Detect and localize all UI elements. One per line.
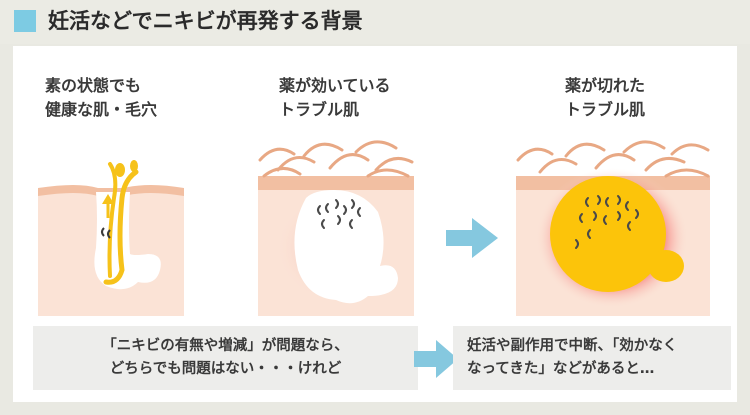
page-title: 妊活などでニキビが再発する背景 [48, 9, 363, 33]
inflamed-pore-bulge [648, 250, 684, 282]
treated-skin-illustration [258, 140, 414, 316]
right-arrow-icon [414, 340, 458, 378]
note-right-line-2: なってきた」などがあると… [467, 361, 655, 377]
bacteria-marks [575, 195, 639, 249]
stage-2-caption-line-1: 薬が効いている [279, 76, 391, 95]
stage-1-caption: 素の状態でも 健康な肌・毛穴 [45, 74, 157, 122]
arrow-shaft [446, 230, 474, 246]
arrow-head [436, 340, 458, 378]
note-left-line-2: どちらでも問題はない・・・けれど [109, 361, 342, 377]
header: 妊活などでニキビが再発する背景 [0, 0, 750, 44]
sebum-drop-icon [115, 163, 125, 177]
sebum-drop-icon [130, 160, 138, 172]
bacteria-marks [317, 199, 361, 229]
title-marker-icon [14, 10, 36, 32]
inflamed-pore [550, 176, 666, 292]
skin-surface [38, 185, 184, 196]
stage-2-caption-line-2: トラブル肌 [279, 100, 360, 119]
stage-3-caption-line-2: トラブル肌 [565, 100, 646, 119]
stage-1-caption-line-2: 健康な肌・毛穴 [45, 100, 158, 119]
arrow-head [472, 218, 498, 258]
stage-2-caption: 薬が効いている トラブル肌 [279, 74, 391, 122]
note-right-line-1: 妊活や副作用で中断、「効かなく [467, 338, 678, 354]
stage-3-caption: 薬が切れた トラブル肌 [565, 74, 645, 122]
up-arrow-head [102, 194, 114, 204]
hair-strand-icon [258, 140, 414, 178]
stage-1-caption-line-1: 素の状態でも [45, 76, 142, 95]
pore [294, 190, 398, 304]
hair-strand-icon [107, 162, 118, 278]
arrow-shaft [414, 351, 438, 367]
note-left-line-1: 「ニキビの有無や増減」が問題なら、 [102, 338, 349, 354]
bacteria-marks [101, 227, 111, 239]
hair-strand-icon [516, 140, 710, 178]
healthy-pore-illustration [38, 160, 184, 316]
stage-3-caption-line-1: 薬が切れた [565, 76, 646, 95]
note-left: 「ニキビの有無や増減」が問題なら、 どちらでも問題はない・・・けれど [33, 326, 418, 390]
skin-surface [258, 176, 414, 190]
sebum-flow [103, 169, 139, 285]
right-arrow-icon [446, 218, 498, 258]
inflamed-skin-illustration [516, 140, 710, 316]
note-right: 妊活や副作用で中断、「効かなく なってきた」などがあると… [453, 326, 731, 390]
